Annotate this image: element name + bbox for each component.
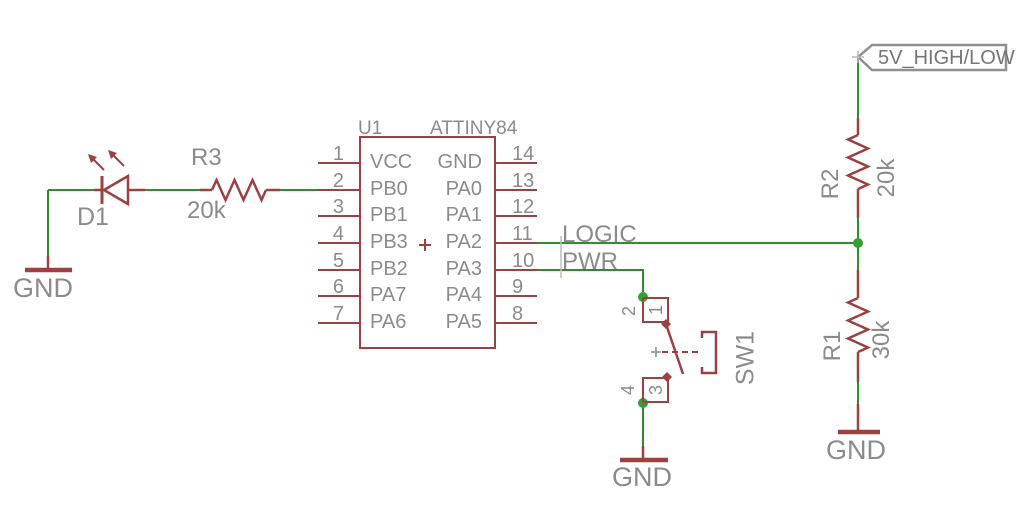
r2-designator: R2 bbox=[817, 168, 844, 200]
led-emission-arrow-lines bbox=[92, 154, 125, 171]
gnd-label-left: GND bbox=[13, 273, 73, 303]
sw1-actuator-bracket bbox=[700, 330, 718, 375]
sw1-pin-3: 3 bbox=[646, 384, 666, 396]
sw1-origin-cross-icon bbox=[651, 347, 661, 357]
sw1-lever bbox=[664, 323, 685, 375]
pin-number-13: 13 bbox=[512, 170, 535, 192]
ic-designator: U1 bbox=[358, 118, 383, 139]
r3-zigzag bbox=[210, 176, 268, 204]
ic-left-pin-stubs bbox=[318, 162, 360, 324]
ic-u1-symbol bbox=[318, 136, 537, 349]
pin-name-gnd: GND bbox=[437, 151, 482, 173]
gnd-label-middle: GND bbox=[612, 462, 672, 492]
pin-number-8: 8 bbox=[512, 303, 524, 325]
pin-number-6: 6 bbox=[332, 276, 344, 298]
ic-part-name: ATTINY84 bbox=[430, 118, 518, 139]
pin-name-pa0: PA0 bbox=[445, 178, 482, 200]
resistor-r1-symbol bbox=[844, 270, 872, 382]
pin-name-pb3: PB3 bbox=[370, 231, 408, 253]
net-label-logic: LOGIC bbox=[562, 221, 637, 248]
sw1-pin-2: 2 bbox=[619, 305, 639, 317]
pin-number-10: 10 bbox=[512, 250, 535, 272]
r2-value: 20k bbox=[873, 158, 900, 198]
led-d1-symbol bbox=[88, 150, 145, 207]
r1-value: 30k bbox=[868, 320, 895, 360]
led-arrowhead-icon bbox=[108, 150, 117, 159]
resistor-r2-symbol bbox=[844, 118, 872, 218]
pin-number-7: 7 bbox=[332, 303, 344, 325]
sw1-pin-4: 4 bbox=[618, 384, 638, 396]
pin-name-pb0: PB0 bbox=[370, 178, 408, 200]
pin-name-pa5: PA5 bbox=[445, 311, 482, 333]
switch-sw1-symbol bbox=[642, 297, 718, 403]
led-designator: D1 bbox=[77, 203, 109, 231]
pin-name-pb2: PB2 bbox=[370, 258, 408, 280]
flag-anchor-cross-icon bbox=[852, 51, 864, 63]
sw1-designator: SW1 bbox=[731, 330, 760, 386]
pin-name-pb1: PB1 bbox=[370, 204, 408, 226]
pin-number-2: 2 bbox=[332, 170, 344, 192]
gnd-symbol-middle bbox=[620, 446, 668, 463]
ic-right-pin-stubs bbox=[495, 162, 537, 324]
sw1-pin-1: 1 bbox=[646, 304, 666, 316]
sw1-pad-box-top bbox=[642, 297, 669, 323]
pin-number-4: 4 bbox=[332, 223, 344, 245]
pin-number-1: 1 bbox=[332, 143, 344, 165]
ic-polarity-plus bbox=[419, 239, 431, 251]
net-label-pwr: PWR bbox=[562, 248, 618, 275]
resistor-r3-symbol bbox=[200, 176, 280, 204]
r1-designator: R1 bbox=[819, 330, 846, 362]
r1-zigzag bbox=[844, 296, 872, 354]
supply-flag-symbol bbox=[852, 43, 1008, 72]
led-triangle bbox=[101, 173, 130, 207]
r3-value: 20k bbox=[187, 197, 226, 224]
pin-name-pa6: PA6 bbox=[370, 311, 407, 333]
supply-flag-label: 5V_HIGH/LOW bbox=[878, 47, 1015, 69]
pin-name-pa7: PA7 bbox=[370, 284, 407, 306]
pin-number-11: 11 bbox=[512, 223, 533, 245]
pin-number-9: 9 bbox=[512, 276, 524, 298]
pin-number-3: 3 bbox=[332, 196, 344, 218]
pin-name-pa1: PA1 bbox=[445, 204, 482, 226]
supply-flag-outline bbox=[856, 43, 1008, 72]
pin-name-vcc: VCC bbox=[370, 151, 413, 173]
pin-name-pa3: PA3 bbox=[445, 258, 482, 280]
pin-name-pa2: PA2 bbox=[445, 231, 482, 253]
r3-designator: R3 bbox=[191, 144, 222, 171]
led-arrowhead-icon bbox=[88, 154, 97, 163]
wire-pwr-net bbox=[537, 269, 644, 292]
pin-number-14: 14 bbox=[512, 143, 535, 165]
pin-number-5: 5 bbox=[332, 250, 344, 272]
junction-dot bbox=[853, 238, 863, 248]
pin-name-pa4: PA4 bbox=[445, 284, 482, 306]
sw1-contact-bottom bbox=[662, 372, 672, 382]
pin-number-12: 12 bbox=[512, 196, 535, 218]
sw1-pad-box-bottom bbox=[642, 377, 669, 403]
r2-zigzag bbox=[844, 133, 872, 191]
gnd-label-right: GND bbox=[826, 435, 886, 465]
gnd-symbol-right bbox=[838, 404, 880, 435]
gnd-symbol-left bbox=[25, 256, 72, 273]
